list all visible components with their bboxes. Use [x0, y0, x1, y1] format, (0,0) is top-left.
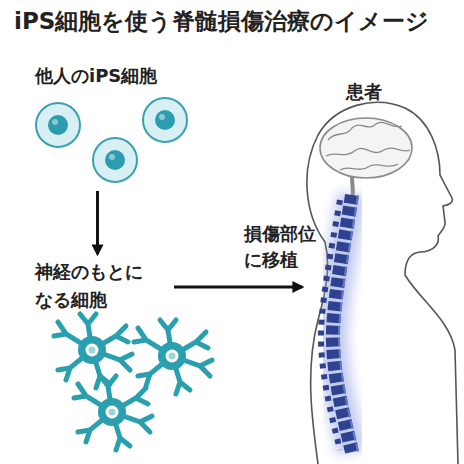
- edge-label: 損傷部位 に移植: [244, 221, 324, 273]
- node-label: 患者: [346, 78, 406, 106]
- cell-group: 他人のiPS細胞: [25, 62, 165, 187]
- neural-cells: [54, 314, 212, 450]
- connector-arrow: [174, 286, 302, 289]
- ips-cells: [36, 98, 187, 182]
- cell-group: 神経のもとに なる細胞: [30, 258, 170, 316]
- node-label: 神経のもとに なる細胞: [35, 258, 155, 314]
- patient-figure: 患者: [306, 78, 464, 464]
- patient-figure: [307, 102, 458, 464]
- connector-arrow: [96, 191, 99, 254]
- diagram-title: iPS細胞を使う脊髄損傷治療のイメージ: [14, 6, 429, 36]
- node-label: 他人のiPS細胞: [35, 62, 163, 90]
